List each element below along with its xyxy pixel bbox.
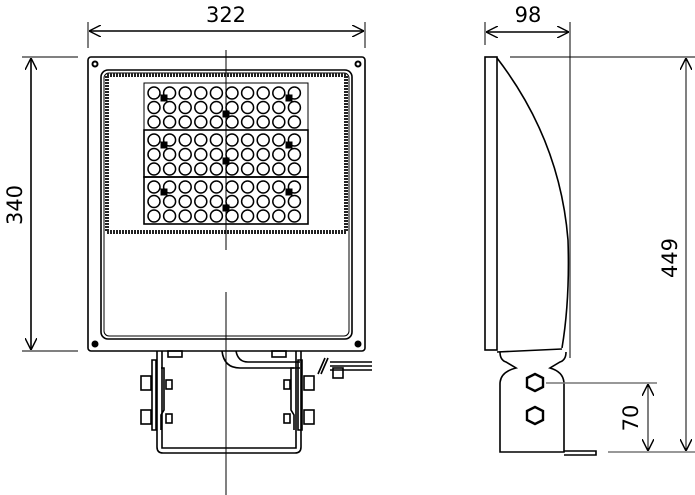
mounting-bracket xyxy=(140,350,372,454)
screw-icons xyxy=(91,60,362,348)
dimension-depth-label: 98 xyxy=(515,3,542,27)
dimension-depth: 98 xyxy=(484,3,571,358)
dimension-height-total: 449 xyxy=(510,56,695,453)
front-glass-edge xyxy=(484,56,498,351)
side-view: 98 449 70 xyxy=(484,3,695,456)
front-view: 322 340 xyxy=(3,3,372,495)
dimension-hole-height-label: 70 xyxy=(619,405,643,432)
dimension-total-height-label: 449 xyxy=(658,238,682,278)
dimension-width: 322 xyxy=(87,3,366,48)
dimension-hole-height: 70 xyxy=(546,382,657,451)
housing-curve xyxy=(496,57,570,349)
dimension-width-label: 322 xyxy=(206,3,246,27)
dimension-height-label: 340 xyxy=(3,185,27,225)
led-array xyxy=(143,82,309,225)
bracket-hole-icons xyxy=(525,372,545,426)
dimension-height-body: 340 xyxy=(3,56,78,352)
